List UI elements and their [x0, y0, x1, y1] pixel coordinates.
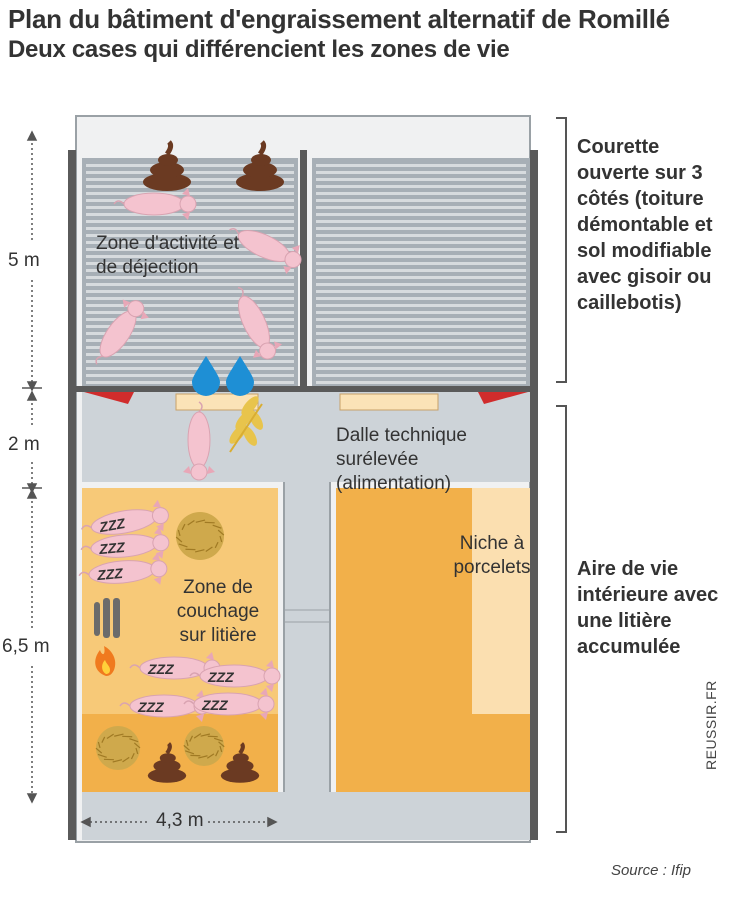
- pig-icon: ZZZ: [80, 499, 169, 535]
- straw-icon: [95, 726, 141, 770]
- corridor: [284, 392, 330, 792]
- pig-icon: [229, 228, 302, 275]
- page-subtitle: Deux cases qui différencient les zones d…: [8, 36, 510, 63]
- sleep-zzz-text: ZZZ: [95, 565, 123, 583]
- poop-icon: [236, 140, 284, 191]
- bracket-courette: [556, 117, 567, 383]
- zone-activite-label: Zone d'activité et de déjection: [96, 233, 240, 278]
- note-courette: Courette ouverte sur 3 côtés (toiture dé…: [577, 136, 713, 314]
- wall-left: [68, 150, 76, 840]
- dim-5m: 5 m: [8, 250, 40, 271]
- heater-icon: [94, 598, 120, 638]
- poop-icon: [220, 742, 260, 783]
- zone-niche-label: Niche à porcelets: [453, 533, 531, 578]
- zone-couchage-label: Zone de couchage sur litière: [176, 577, 260, 646]
- dim-4-3m: 4,3 m: [156, 810, 204, 831]
- poop-icon: [147, 742, 187, 783]
- poop-icon: [143, 140, 191, 191]
- pig-icon: ZZZ: [189, 660, 281, 692]
- door-left: [84, 392, 134, 404]
- pig-icon: ZZZ: [80, 526, 170, 559]
- pig-icon: ZZZ: [78, 552, 168, 585]
- pig-icon: [95, 299, 149, 365]
- watermark: REUSSIR.FR: [703, 680, 719, 770]
- sleep-zzz-text: ZZZ: [137, 699, 164, 715]
- sleep-zzz-text: ZZZ: [97, 539, 125, 557]
- floor-band: [82, 792, 530, 840]
- sleep-zzz-text: ZZZ: [97, 515, 126, 535]
- water-drop-icon: [226, 356, 254, 396]
- wall-right: [530, 150, 538, 840]
- water-drop-icon: [192, 356, 220, 396]
- wall-cross: [76, 386, 530, 392]
- dim-2m: 2 m: [8, 434, 40, 455]
- note-aire: Aire de vie intérieure avec une litière …: [577, 558, 719, 658]
- sleep-zzz-text: ZZZ: [201, 697, 228, 713]
- trough-right: [339, 393, 439, 411]
- niche-porcelets: [472, 488, 530, 714]
- pig-icon: [237, 286, 283, 360]
- zone-dalle-label: Dalle technique surélevée (alimentation): [336, 425, 467, 494]
- straw-icon: [175, 512, 225, 560]
- pig-icon: [113, 188, 197, 220]
- page-title: Plan du bâtiment d'engraissement alterna…: [8, 4, 670, 34]
- pig-icon: ZZZ: [183, 688, 275, 720]
- source-credit: Source : Ifip: [610, 862, 691, 879]
- door-right: [478, 392, 528, 404]
- straw-icon: [183, 726, 225, 766]
- sleep-zzz-text: ZZZ: [147, 661, 174, 677]
- dim-6-5m: 6,5 m: [2, 636, 50, 657]
- sleep-zzz-text: ZZZ: [207, 669, 234, 685]
- pig-icon: [183, 401, 215, 481]
- wall-middle: [300, 150, 307, 386]
- slats-right: [316, 164, 526, 384]
- bracket-aire: [556, 405, 567, 833]
- wheat-icon: [229, 396, 263, 453]
